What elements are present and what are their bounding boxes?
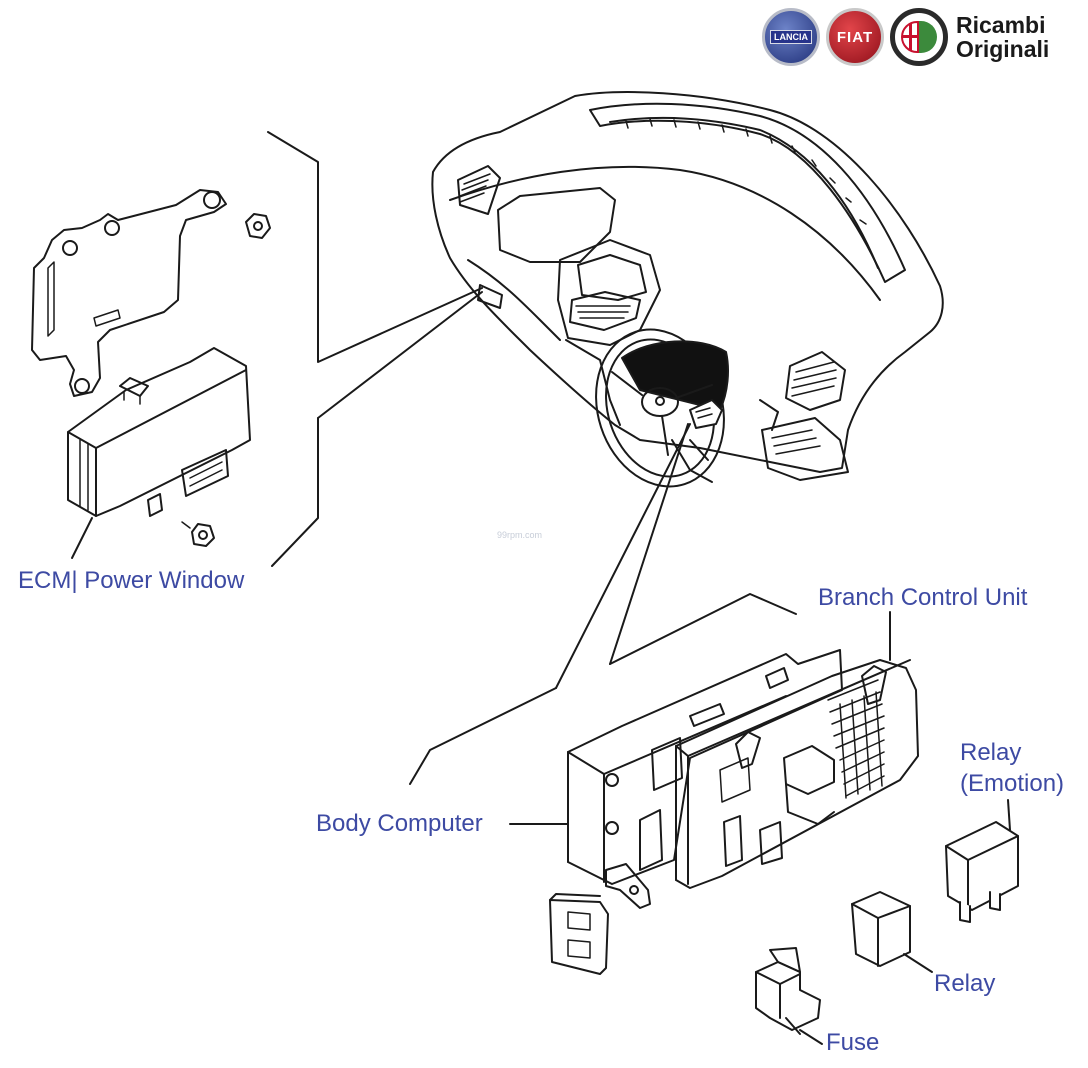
ecm-module-illustration bbox=[67, 347, 251, 517]
alfa-serpent-icon bbox=[919, 21, 937, 53]
lancia-logo-text: LANCIA bbox=[770, 30, 812, 44]
fiat-logo-text: FIAT bbox=[836, 28, 874, 46]
label-fuse: Fuse bbox=[826, 1029, 880, 1056]
ecm-bracket-illustration bbox=[31, 189, 227, 397]
ecm-nut-bottom-illustration bbox=[181, 521, 215, 547]
label-relay-emotion-line2: (Emotion) bbox=[960, 770, 1065, 797]
bcu-leader-lines bbox=[409, 423, 1011, 1045]
brand-header: LANCIA FIAT Ricambi Originali bbox=[762, 8, 1049, 66]
bracket-clip-illustration bbox=[549, 893, 609, 975]
label-relay: Relay bbox=[934, 970, 996, 997]
ecm-leader-lines bbox=[71, 131, 483, 567]
relay-illustration bbox=[851, 891, 911, 967]
body-computer-illustration bbox=[567, 649, 919, 909]
watermark: 99rpm.com bbox=[497, 530, 543, 540]
label-relay-emotion-line1: Relay bbox=[960, 739, 1022, 766]
brand-text: Ricambi Originali bbox=[956, 13, 1049, 61]
label-ecm-power-window: ECM| Power Window bbox=[18, 567, 245, 594]
brand-line-1: Ricambi bbox=[956, 12, 1046, 38]
label-branch-control-unit: Branch Control Unit bbox=[818, 584, 1028, 611]
fuse-illustration bbox=[755, 947, 821, 1035]
ecm-nut-top-illustration bbox=[245, 213, 271, 239]
lancia-logo: LANCIA bbox=[762, 8, 820, 66]
fiat-logo: FIAT bbox=[826, 8, 884, 66]
alfa-cross-icon bbox=[901, 21, 919, 53]
brand-line-2: Originali bbox=[956, 36, 1050, 62]
alfa-romeo-logo bbox=[890, 8, 948, 66]
relay-emotion-illustration bbox=[945, 821, 1019, 923]
label-body-computer: Body Computer bbox=[316, 810, 483, 837]
dashboard-illustration bbox=[431, 91, 944, 488]
